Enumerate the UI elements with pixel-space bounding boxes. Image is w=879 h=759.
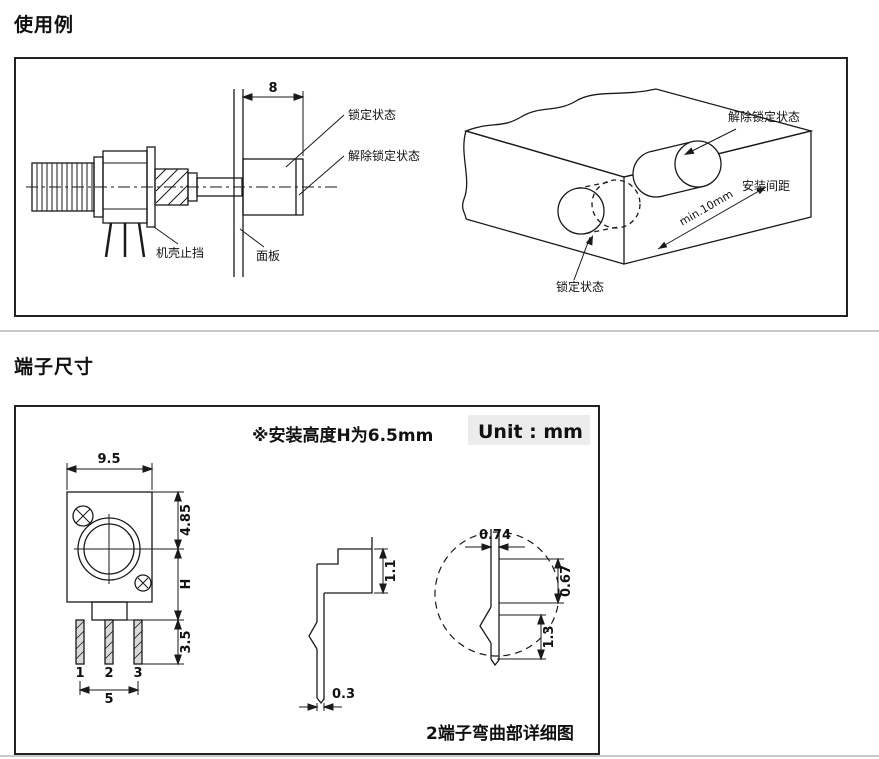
unit-label: Unit : mm [478, 421, 583, 443]
detail-caption: 2端子弯曲部详细图 [426, 723, 574, 744]
dim-0-67-label: 0.67 [559, 565, 574, 597]
section-title-usage: 使用例 [14, 14, 75, 36]
pin-3-label: 3 [133, 666, 142, 681]
dim-0-74-label: 0.74 [479, 528, 511, 543]
locked-state-label: 锁定状态 [348, 107, 396, 122]
mount-height-note: ※安装高度H为6.5mm [252, 425, 433, 446]
terminal-dimensions-figure: ※安装高度H为6.5mm Unit : mm [14, 405, 600, 755]
dim-9-5-label: 9.5 [97, 452, 120, 467]
iso-locked-label: 锁定状态 [556, 279, 604, 294]
section-title-terminals: 端子尺寸 [14, 356, 95, 378]
dim-8-label: 8 [268, 81, 277, 96]
section-divider [0, 330, 879, 332]
dim-5-label: 5 [104, 692, 113, 707]
dim-h-label: H [179, 579, 194, 590]
dim-3-5-label: 3.5 [179, 630, 194, 653]
bend-detail-drawing [434, 529, 564, 667]
dim-1-1-label: 1.1 [384, 559, 399, 582]
dim-1-3-label: 1.3 [542, 625, 557, 648]
mount-pitch-label: 安装间距 [742, 178, 790, 193]
front-view-drawing [65, 463, 184, 695]
dim-4-85-label: 4.85 [179, 504, 194, 536]
panel-label: 面板 [256, 249, 280, 263]
case-stop-label: 机壳止挡 [156, 246, 204, 260]
dim-0-3-label: 0.3 [332, 687, 355, 702]
terminal-dimensions-drawing: ※安装高度H为6.5mm Unit : mm [65, 415, 590, 744]
iso-unlocked-label: 解除锁定状态 [728, 109, 800, 124]
usage-example-drawing: 8 锁定状态 解除锁定状态 机壳止挡 面板 [26, 81, 814, 294]
unlocked-state-label: 解除锁定状态 [348, 148, 420, 163]
min-10mm-label: min.10mm [677, 187, 735, 228]
panel-mount-iso-drawing [461, 88, 814, 281]
pin-1-label: 1 [75, 666, 84, 681]
pin-2-label: 2 [104, 666, 113, 681]
side-view-drawing [26, 89, 345, 277]
bottom-rule [0, 755, 879, 757]
terminal-side-profile-drawing [299, 537, 388, 711]
unit-badge [468, 415, 590, 445]
usage-example-figure: 8 锁定状态 解除锁定状态 机壳止挡 面板 [14, 57, 848, 317]
